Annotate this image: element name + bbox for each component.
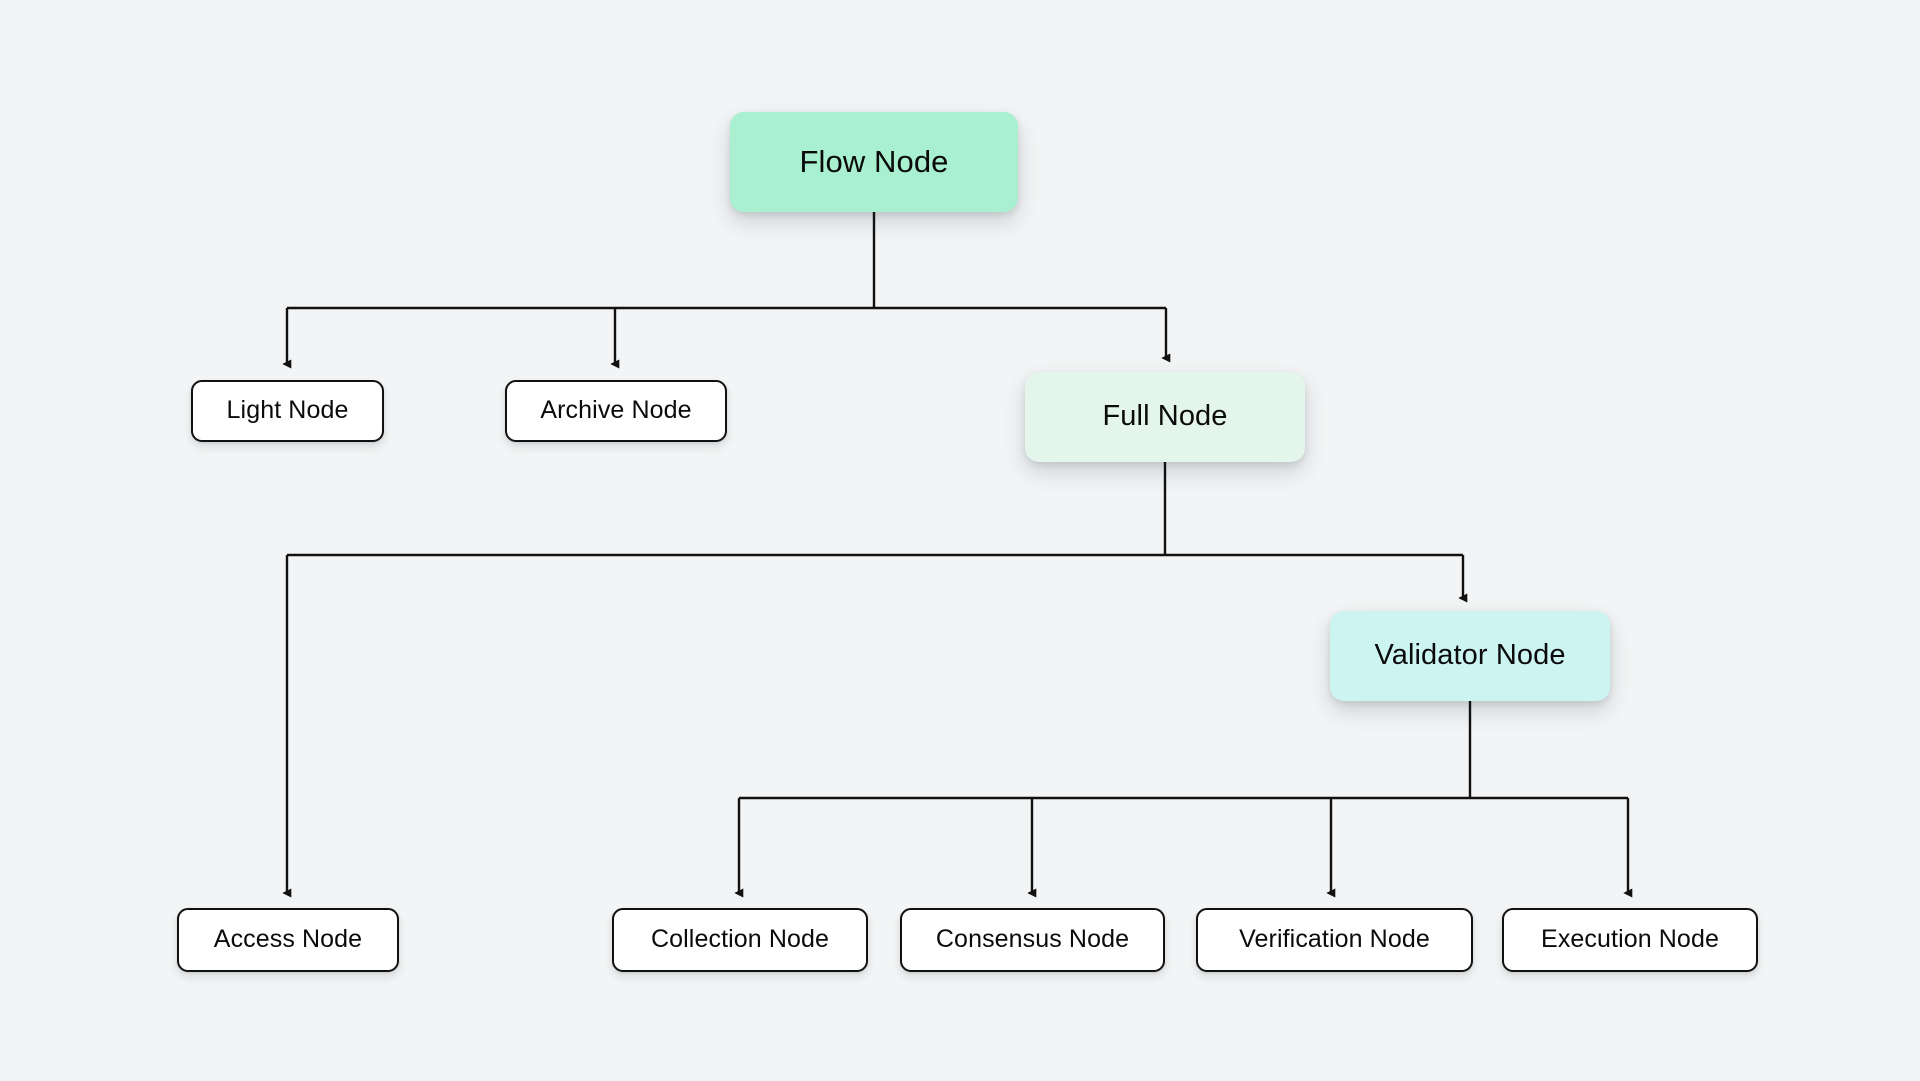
node-execution-label: Execution Node (1541, 925, 1719, 954)
node-full-label: Full Node (1102, 400, 1228, 433)
node-archive[interactable]: Archive Node (505, 380, 727, 442)
node-validator-label: Validator Node (1374, 639, 1566, 672)
node-execution[interactable]: Execution Node (1502, 908, 1758, 972)
node-flow[interactable]: Flow Node (730, 112, 1018, 212)
node-verification-label: Verification Node (1239, 925, 1430, 954)
node-light[interactable]: Light Node (191, 380, 384, 442)
node-full[interactable]: Full Node (1025, 372, 1305, 462)
edge-group-full-children (282, 462, 1468, 898)
node-access-label: Access Node (213, 925, 363, 954)
node-archive-label: Archive Node (540, 396, 692, 425)
node-consensus-label: Consensus Node (935, 925, 1130, 954)
node-consensus[interactable]: Consensus Node (900, 908, 1165, 972)
node-verification[interactable]: Verification Node (1196, 908, 1473, 972)
node-access[interactable]: Access Node (177, 908, 399, 972)
edge-group-validator-children (734, 701, 1633, 898)
edge-group-flow-children (282, 212, 1171, 369)
node-light-label: Light Node (226, 396, 349, 425)
node-validator[interactable]: Validator Node (1330, 611, 1610, 701)
node-flow-label: Flow Node (799, 143, 949, 179)
node-collection[interactable]: Collection Node (612, 908, 868, 972)
node-collection-label: Collection Node (651, 925, 829, 954)
